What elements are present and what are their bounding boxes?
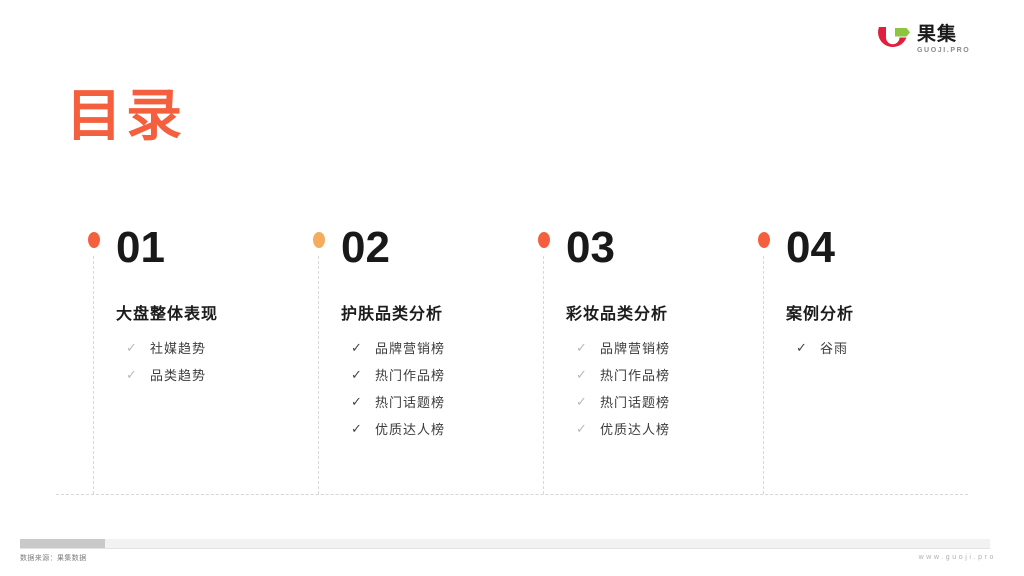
section-item-list: ✓ 品牌营销榜 ✓ 热门作品榜 ✓ 热门话题榜 ✓ 优质达人榜 bbox=[351, 334, 445, 442]
list-item-label: 品类趋势 bbox=[150, 368, 207, 383]
list-item[interactable]: ✓ 品牌营销榜 bbox=[351, 334, 445, 361]
guoji-logo-icon bbox=[878, 27, 910, 47]
list-item[interactable]: ✓ 热门作品榜 bbox=[576, 361, 670, 388]
section-number: 04 bbox=[786, 223, 835, 272]
section-heading: 案例分析 bbox=[786, 306, 855, 323]
logo-wordmark: 果集 GUOJI.PRO bbox=[917, 25, 970, 54]
list-item-label: 谷雨 bbox=[820, 341, 849, 356]
section-heading: 彩妆品类分析 bbox=[566, 306, 669, 323]
footer-progress-fill bbox=[20, 539, 105, 548]
list-item[interactable]: ✓ 谷雨 bbox=[796, 334, 848, 361]
section-item-list: ✓ 社媒趋势 ✓ 品类趋势 bbox=[126, 334, 206, 388]
list-item-label: 社媒趋势 bbox=[150, 341, 207, 356]
section-heading: 护肤品类分析 bbox=[341, 306, 444, 323]
list-item[interactable]: ✓ 品类趋势 bbox=[126, 361, 206, 388]
list-item[interactable]: ✓ 热门话题榜 bbox=[576, 388, 670, 415]
check-icon: ✓ bbox=[351, 421, 363, 436]
list-item-label: 品牌营销榜 bbox=[375, 341, 446, 356]
section-stem-line bbox=[93, 256, 94, 494]
footer-progress-bar bbox=[20, 539, 990, 549]
list-item[interactable]: ✓ 社媒趋势 bbox=[126, 334, 206, 361]
check-icon: ✓ bbox=[796, 340, 808, 355]
list-item[interactable]: ✓ 热门话题榜 bbox=[351, 388, 445, 415]
logo-name-cn: 果集 bbox=[917, 23, 958, 45]
list-item[interactable]: ✓ 热门作品榜 bbox=[351, 361, 445, 388]
section-stem-line bbox=[763, 256, 764, 494]
brand-logo: 果集 GUOJI.PRO bbox=[876, 24, 970, 54]
section-heading: 大盘整体表现 bbox=[116, 306, 219, 323]
check-icon: ✓ bbox=[351, 394, 363, 409]
list-item[interactable]: ✓ 优质达人榜 bbox=[351, 415, 445, 442]
list-item-label: 优质达人榜 bbox=[375, 422, 446, 437]
check-icon: ✓ bbox=[576, 367, 588, 382]
list-item-label: 热门话题榜 bbox=[600, 395, 671, 410]
check-icon: ✓ bbox=[351, 340, 363, 355]
baseline-dashed-rule bbox=[56, 494, 968, 495]
list-item-label: 热门作品榜 bbox=[375, 368, 446, 383]
section-dot-marker bbox=[758, 232, 770, 248]
check-icon: ✓ bbox=[576, 340, 588, 355]
logo-name-en: GUOJI.PRO bbox=[917, 46, 971, 54]
section-dot-marker bbox=[313, 232, 325, 248]
section-number: 01 bbox=[116, 223, 165, 272]
check-icon: ✓ bbox=[126, 340, 138, 355]
section-item-list: ✓ 谷雨 bbox=[796, 334, 848, 361]
check-icon: ✓ bbox=[351, 367, 363, 382]
list-item-label: 品牌营销榜 bbox=[600, 341, 671, 356]
list-item-label: 热门作品榜 bbox=[600, 368, 671, 383]
check-icon: ✓ bbox=[576, 421, 588, 436]
section-item-list: ✓ 品牌营销榜 ✓ 热门作品榜 ✓ 热门话题榜 ✓ 优质达人榜 bbox=[576, 334, 670, 442]
list-item-label: 热门话题榜 bbox=[375, 395, 446, 410]
list-item-label: 优质达人榜 bbox=[600, 422, 671, 437]
footer-source-note: 数据来源：果集数据 bbox=[20, 555, 87, 562]
footer-website: www.guoji.pro bbox=[918, 554, 996, 561]
section-stem-line bbox=[543, 256, 544, 494]
section-dot-marker bbox=[88, 232, 100, 248]
page-title: 目录 bbox=[66, 84, 186, 147]
check-icon: ✓ bbox=[576, 394, 588, 409]
list-item[interactable]: ✓ 品牌营销榜 bbox=[576, 334, 670, 361]
section-number: 03 bbox=[566, 223, 615, 272]
check-icon: ✓ bbox=[126, 367, 138, 382]
section-stem-line bbox=[318, 256, 319, 494]
section-number: 02 bbox=[341, 223, 390, 272]
section-dot-marker bbox=[538, 232, 550, 248]
list-item[interactable]: ✓ 优质达人榜 bbox=[576, 415, 670, 442]
